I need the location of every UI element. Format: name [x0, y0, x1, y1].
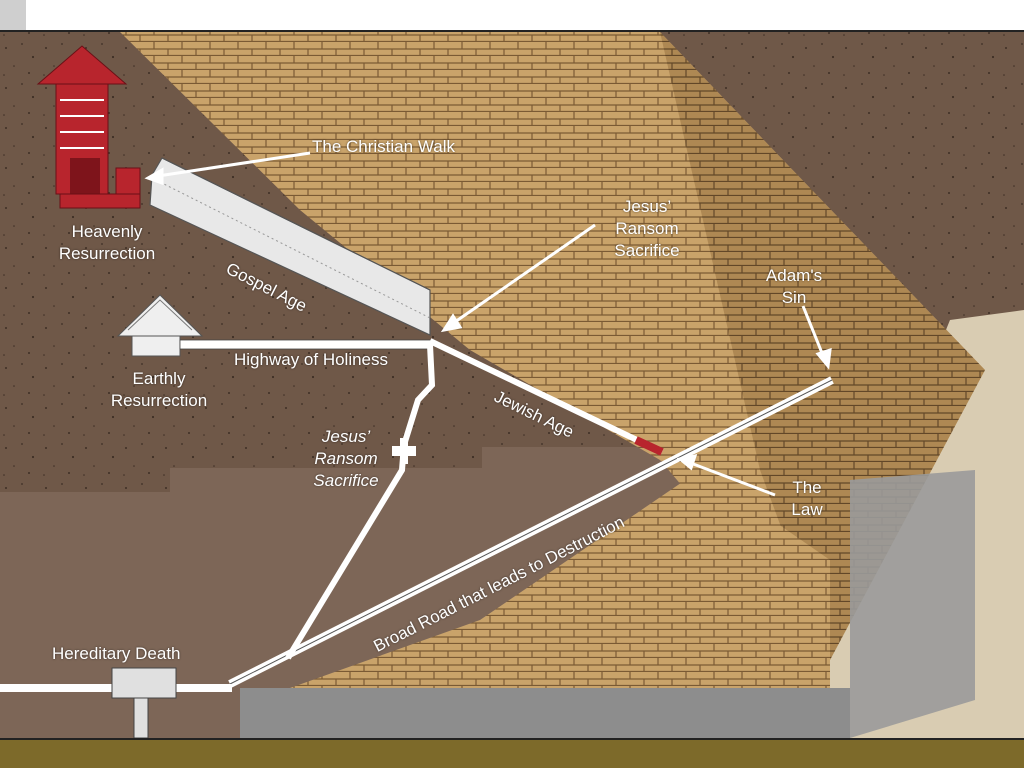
- casing-stones: [240, 688, 850, 738]
- ascending-passage: [428, 338, 664, 455]
- label-earthly-resurrection: Earthly Resurrection: [110, 369, 208, 410]
- granite-plug: [634, 436, 664, 456]
- grand-gallery: [149, 157, 431, 336]
- highway-of-holiness-passage: [179, 339, 433, 350]
- label-jesus-ransom-top: Jesus’ Ransom Sacrifice: [614, 197, 680, 260]
- label-adams-sin: Adam's Sin: [765, 266, 823, 307]
- label-the-law: The Law: [791, 478, 823, 519]
- kings-chamber: [36, 45, 141, 209]
- queens-chamber: [116, 294, 204, 357]
- annotation-arrows: [144, 151, 832, 497]
- label-heavenly-resurrection: Heavenly Resurrection: [58, 222, 156, 263]
- label-hereditary-death: Hereditary Death: [52, 644, 181, 663]
- pyramid-lower-masonry: [290, 470, 830, 690]
- label-christian-walk: The Christian Walk: [312, 137, 455, 156]
- label-jesus-ransom-mid: Jesus’ Ransom Sacrifice: [313, 427, 379, 490]
- well-shaft: [285, 344, 436, 660]
- header-strip: [0, 0, 1024, 30]
- label-highway-of-holiness: Highway of Holiness: [234, 350, 389, 369]
- footer-bar: [0, 738, 1024, 768]
- header-corner: [0, 0, 26, 30]
- pit-chamber: [111, 667, 177, 739]
